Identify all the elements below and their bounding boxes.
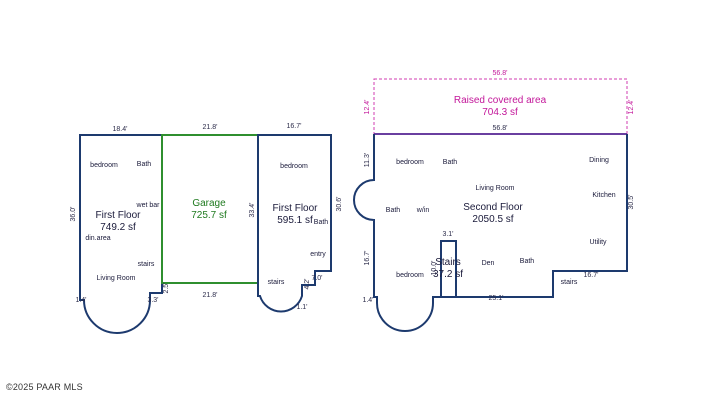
room-entry: entry [310, 251, 326, 258]
dim-top: 16.7' [287, 123, 302, 130]
dim-bottom-right: 3.3' [147, 297, 158, 304]
first-floor-left-outline [79, 134, 163, 334]
dim-right: 30.5' [628, 195, 635, 210]
stairs-title: Stairs [435, 257, 461, 268]
dim-bottom: 1.1' [296, 304, 307, 311]
room-bath: Bath [314, 219, 329, 226]
garage-title: Garage [192, 198, 226, 209]
room-stairs: stairs [561, 279, 578, 286]
room-dining: Dining [589, 157, 609, 164]
dim-step-h: 7.0' [311, 275, 322, 282]
dim-bottom: 21.8' [203, 292, 218, 299]
dim-step: 16.7' [584, 272, 599, 279]
room-living-room: Living Room [97, 275, 136, 282]
second-floor-area: 2050.5 sf [472, 214, 513, 225]
stairs-block-section: 3.1' 10.0' Stairs 37.2 sf [431, 231, 463, 298]
room-kitchen: Kitchen [592, 192, 615, 199]
second-floor-title: Second Floor [463, 202, 523, 213]
raised-area-title: Raised covered area [454, 95, 547, 106]
dim-top: 21.8' [203, 124, 218, 131]
stairs-area: 37.2 sf [433, 269, 463, 280]
room-den: Den [482, 260, 495, 267]
room-bath-left: Bath [386, 207, 401, 214]
room-stairs: stairs [268, 279, 285, 286]
raised-area-outline [373, 78, 628, 135]
first-floor-left-area: 749.2 sf [100, 222, 136, 233]
garage-area: 725.7 sf [191, 210, 227, 221]
dim-top: 3.1' [442, 231, 453, 238]
room-walk-in: w/in [416, 207, 430, 214]
garage-outline [161, 134, 259, 284]
room-bath: Bath [137, 161, 152, 168]
dim-left: 10.0' [431, 261, 438, 276]
first-floor-right-section: 16.7' 30.6' 7.0' 4.2' 1.1' bedroom First… [257, 123, 343, 313]
second-floor-section: 56.8' 11.3' 16.7' 30.5' 1.4' 25.1' 16.7'… [353, 125, 635, 332]
dim-right: 33.4' [249, 203, 256, 218]
room-wet-bar: wet bar [136, 202, 161, 209]
garage-section: 21.8' 21.8' 33.4' 2.5' Garage 725.7 sf [161, 124, 259, 299]
dim-top: 18.4' [113, 126, 128, 133]
first-floor-right-outline [257, 134, 332, 313]
first-floor-right-title: First Floor [273, 203, 319, 214]
first-floor-right-area: 595.1 sf [277, 215, 313, 226]
raised-area-area: 704.3 sf [482, 107, 518, 118]
copyright-notice: ©2025 PAAR MLS [6, 382, 83, 392]
room-bath-bottom: Bath [520, 258, 535, 265]
dim-right: 12.4' [628, 100, 635, 115]
dim-bottom-left: 1.4' [362, 297, 373, 304]
dim-bottom: 25.1' [489, 295, 504, 302]
room-din-area: din.area [85, 235, 110, 242]
second-floor-outline [353, 134, 628, 332]
dim-bottom-left: 2.5' [163, 282, 170, 293]
dim-left: 36.0' [70, 207, 77, 222]
dim-step-v: 4.2' [304, 278, 311, 289]
room-bedroom-bottom: bedroom [396, 272, 424, 279]
dim-right: 30.6' [336, 197, 343, 212]
room-stairs: stairs [138, 261, 155, 268]
dim-top: 56.8' [493, 70, 508, 77]
room-bedroom-top: bedroom [396, 159, 424, 166]
room-bedroom: bedroom [280, 163, 308, 170]
dim-left-lower: 16.7' [364, 251, 371, 266]
dim-left-upper: 11.3' [364, 153, 371, 167]
stairs-block-outline [440, 240, 457, 298]
dim-bottom-left: 1.4' [75, 297, 86, 304]
room-bedroom: bedroom [90, 162, 118, 169]
raised-covered-area-section: 56.8' 12.4' 12.4' Raised covered area 70… [364, 70, 635, 135]
room-bath-top: Bath [443, 159, 458, 166]
dim-left: 12.4' [364, 100, 371, 115]
first-floor-left-section: 18.4' 36.0' 1.4' 3.3' bedroom Bath wet b… [70, 126, 163, 334]
room-living-room: Living Room [476, 185, 515, 192]
dim-top: 56.8' [493, 125, 508, 132]
room-utility: Utility [589, 239, 607, 246]
first-floor-left-title: First Floor [96, 210, 142, 221]
